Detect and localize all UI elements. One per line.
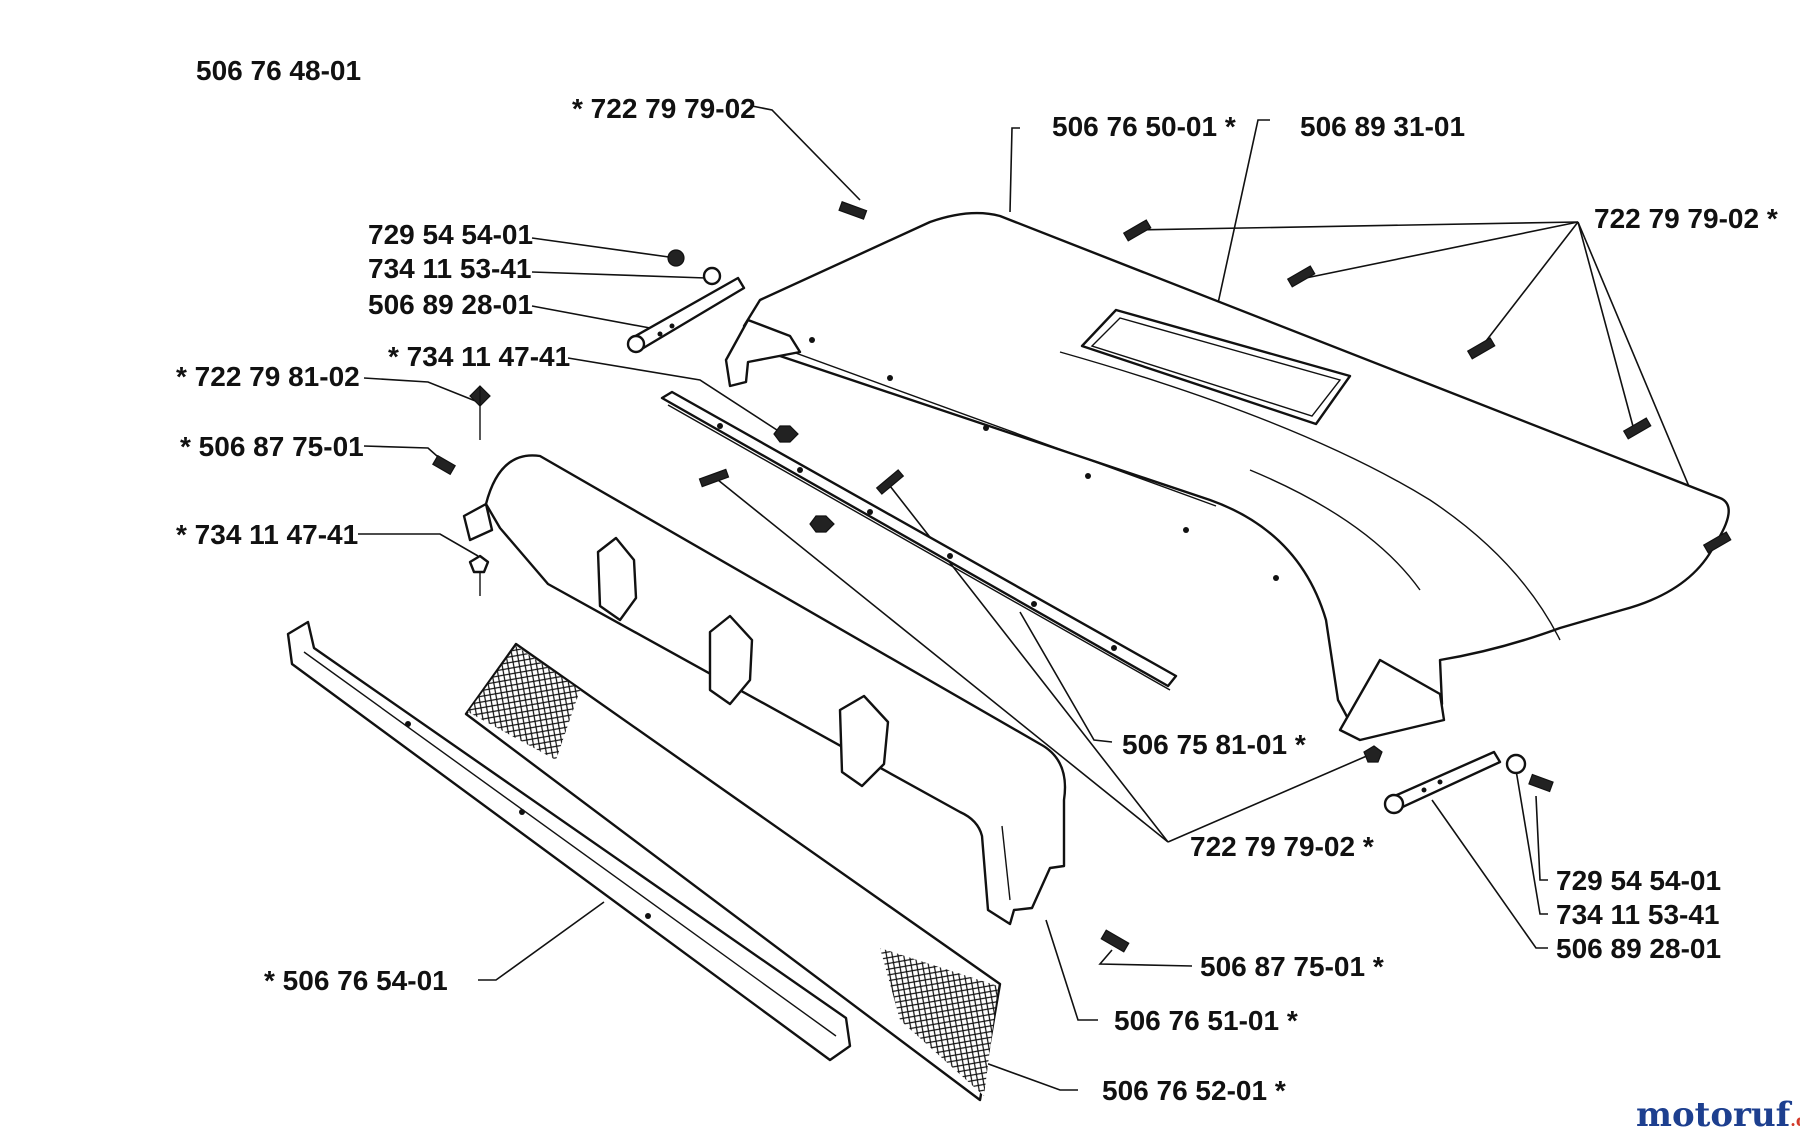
watermark: motoruf.de	[1636, 1095, 1800, 1135]
label-mesh: 506 76 52-01 *	[1102, 1075, 1286, 1106]
label-window: 506 89 31-01	[1300, 111, 1465, 142]
screw-icon	[838, 201, 868, 220]
label-r-washer: 734 11 53-41	[1556, 899, 1720, 930]
bolt-icon	[667, 249, 685, 267]
label-r-link: 506 89 28-01	[1556, 933, 1721, 964]
label-bottom-screws: 722 79 79-02 *	[1190, 831, 1374, 862]
grille-shroud	[462, 454, 1067, 926]
screw-icon	[432, 454, 456, 476]
label-r-bolt: 729 54 54-01	[1556, 865, 1721, 896]
label-l-bolt: 729 54 54-01	[368, 219, 533, 250]
watermark-suffix: .de	[1790, 1111, 1800, 1130]
screw-icon	[1702, 531, 1732, 554]
label-hinge: 506 75 81-01 *	[1122, 729, 1306, 760]
label-cover: 506 76 50-01 *	[1052, 111, 1236, 142]
left-link-rod	[626, 276, 746, 354]
washer-icon	[1505, 753, 1527, 775]
label-grille: 506 76 51-01 *	[1114, 1005, 1298, 1036]
washer-icon	[702, 266, 722, 286]
label-l-nut2: * 734 11 47-41	[176, 519, 358, 550]
label-l-washer: 734 11 53-41	[368, 253, 532, 284]
hinge-strip	[660, 390, 1178, 691]
nut-icon	[468, 554, 490, 574]
label-tl-screw: * 722 79 79-02	[572, 93, 756, 124]
engine-cover	[724, 211, 1730, 742]
label-r-screw: 506 87 75-01 *	[1200, 951, 1384, 982]
screw-icon	[875, 469, 905, 495]
mesh-screen	[464, 642, 1002, 1102]
screw-icon	[1100, 929, 1130, 953]
part-labels: 506 76 48-01 * 722 79 79-02 506 76 50-01…	[176, 55, 1778, 1106]
screw-icon	[698, 468, 730, 488]
label-l-screw3: * 506 87 75-01	[180, 431, 364, 462]
label-l-nut: * 734 11 47-41	[388, 341, 570, 372]
watermark-brand: motoruf	[1636, 1095, 1793, 1135]
label-l-screw2: * 722 79 81-02	[176, 361, 360, 392]
screw-icon	[1286, 265, 1316, 288]
bottom-bar	[286, 620, 852, 1062]
screw-icon	[1622, 417, 1652, 440]
nut-icon	[809, 515, 835, 533]
nut-icon	[773, 425, 799, 443]
assembly-number: 506 76 48-01	[196, 55, 361, 86]
label-tr-screws: 722 79 79-02 *	[1594, 203, 1778, 234]
hardware	[432, 201, 1732, 953]
label-l-link: 506 89 28-01	[368, 289, 533, 320]
label-bar: * 506 76 54-01	[264, 965, 448, 996]
screw-icon	[1466, 337, 1496, 360]
screw-icon	[1122, 219, 1152, 242]
nut-icon	[1363, 745, 1383, 763]
right-link-rod	[1383, 750, 1502, 815]
bolt-icon	[1528, 773, 1554, 793]
svg-text:motoruf.de: motoruf.de	[1636, 1095, 1800, 1135]
